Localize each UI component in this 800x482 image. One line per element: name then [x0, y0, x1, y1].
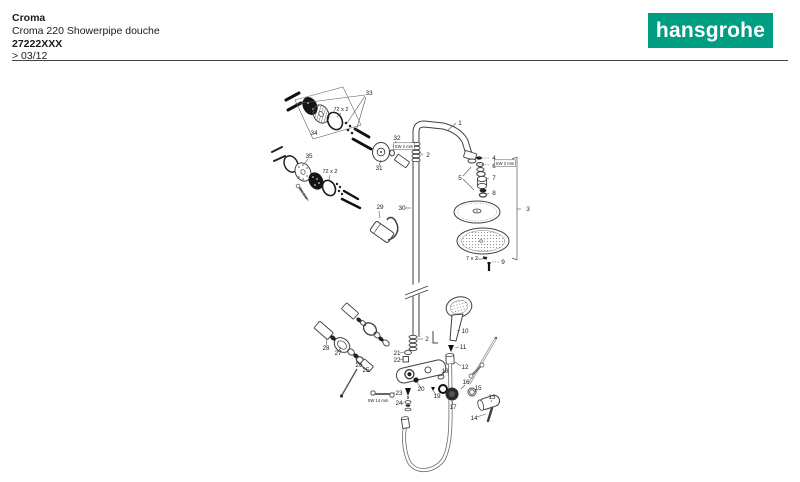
part-label-20: 20: [417, 386, 425, 393]
revision-date: > 03/12: [12, 50, 48, 63]
part-label-15: 15: [474, 385, 482, 392]
part-label-17: 17: [449, 404, 457, 411]
riser-pipe-and-arm: [412, 120, 478, 337]
part-labels-layer: 1223456789101112131415161718192021222324…: [298, 90, 531, 422]
annotation-1: 72 x 2: [323, 169, 338, 175]
part-label-9: 9: [501, 259, 505, 266]
pipe-break-marks: [404, 280, 429, 300]
part-label-4: 4: [492, 155, 496, 162]
part-label-2: 2: [425, 336, 429, 343]
annotation-3: SW 2 mm: [395, 144, 414, 149]
annotation-2: 7 x 2: [466, 256, 478, 262]
part-label-2: 2: [426, 152, 430, 159]
overhead-shower-head: [453, 200, 510, 271]
part-label-28: 28: [322, 345, 330, 352]
part-label-25: 25: [362, 367, 370, 374]
valve-body: [395, 359, 459, 401]
part-label-6: 6: [492, 163, 496, 170]
part-label-21: 21: [393, 350, 401, 357]
header-divider: [12, 60, 788, 61]
part-label-10: 10: [461, 328, 469, 335]
part-label-22: 22: [393, 357, 401, 364]
overhead-shower-joint-parts: [476, 156, 488, 198]
arm-connector: [463, 150, 478, 161]
part-label-33: 33: [365, 90, 373, 97]
part-label-11: 11: [460, 344, 467, 351]
check-valve-11: [448, 345, 454, 352]
part-label-31: 31: [375, 165, 383, 172]
part-label-16: 16: [462, 379, 470, 386]
shower-holder: [369, 216, 399, 243]
escutcheon-set: [372, 142, 410, 168]
hansgrohe-logo-text: hansgrohe: [655, 18, 766, 42]
wrench-23: [370, 390, 395, 398]
part-label-29: 29: [376, 204, 384, 211]
hose-nut-12: [445, 353, 455, 365]
part-label-26: 26: [355, 362, 363, 369]
group-bracket-3: [511, 156, 518, 261]
part-label-7: 7: [492, 175, 496, 182]
part-label-24: 24: [395, 400, 403, 407]
leader-lines: [294, 94, 521, 418]
document-header: Croma Croma 220 Showerpipe douche 27222X…: [12, 12, 160, 63]
allen-key-icon: [432, 331, 438, 344]
shower-hose: [400, 363, 453, 472]
part-label-23: 23: [395, 390, 403, 397]
dashed-leaders: [476, 157, 499, 263]
annotation-4: SW 2 mm: [496, 161, 515, 166]
screw-set-33: [284, 91, 373, 151]
part-label-32: 32: [393, 135, 401, 142]
part-label-35: 35: [305, 153, 313, 160]
annotation-5: SW 14 mm: [368, 398, 389, 403]
part-label-19: 19: [433, 393, 441, 400]
hansgrohe-logo: hansgrohe: [648, 13, 773, 48]
product-family: Croma: [12, 12, 46, 24]
connection-set-lower: [402, 331, 438, 363]
part-label-5: 5: [458, 175, 462, 182]
annotation-box: [393, 142, 415, 150]
part-label-8: 8: [492, 190, 496, 197]
small-wrench-icon: [295, 183, 301, 189]
annotation-6: SW 3 mm: [298, 187, 310, 202]
annotation-box: [494, 159, 516, 167]
open-end-wrench-icon: [471, 365, 482, 376]
part-label-14: 14: [470, 415, 478, 422]
article-number: 27222XXX: [12, 37, 63, 50]
part-label-1: 1: [458, 120, 462, 127]
part-label-12: 12: [461, 364, 469, 371]
part-label-18: 18: [441, 368, 449, 375]
part-label-3: 3: [526, 206, 530, 213]
part-label-34: 34: [310, 130, 318, 137]
inlet-fittings: [313, 302, 390, 398]
annotation-0: 72 x 2: [334, 107, 349, 113]
part-label-27: 27: [334, 350, 342, 357]
part-label-13: 13: [488, 394, 496, 401]
seal-disc-group-34: [294, 86, 362, 140]
check-valve-24: [404, 388, 412, 412]
service-tools: [467, 336, 498, 385]
hand-shower: [445, 296, 473, 365]
seal-disc-group-35: [271, 146, 362, 210]
part-label-30: 30: [398, 205, 406, 212]
product-name: Croma 220 Showerpipe douche: [12, 24, 160, 37]
